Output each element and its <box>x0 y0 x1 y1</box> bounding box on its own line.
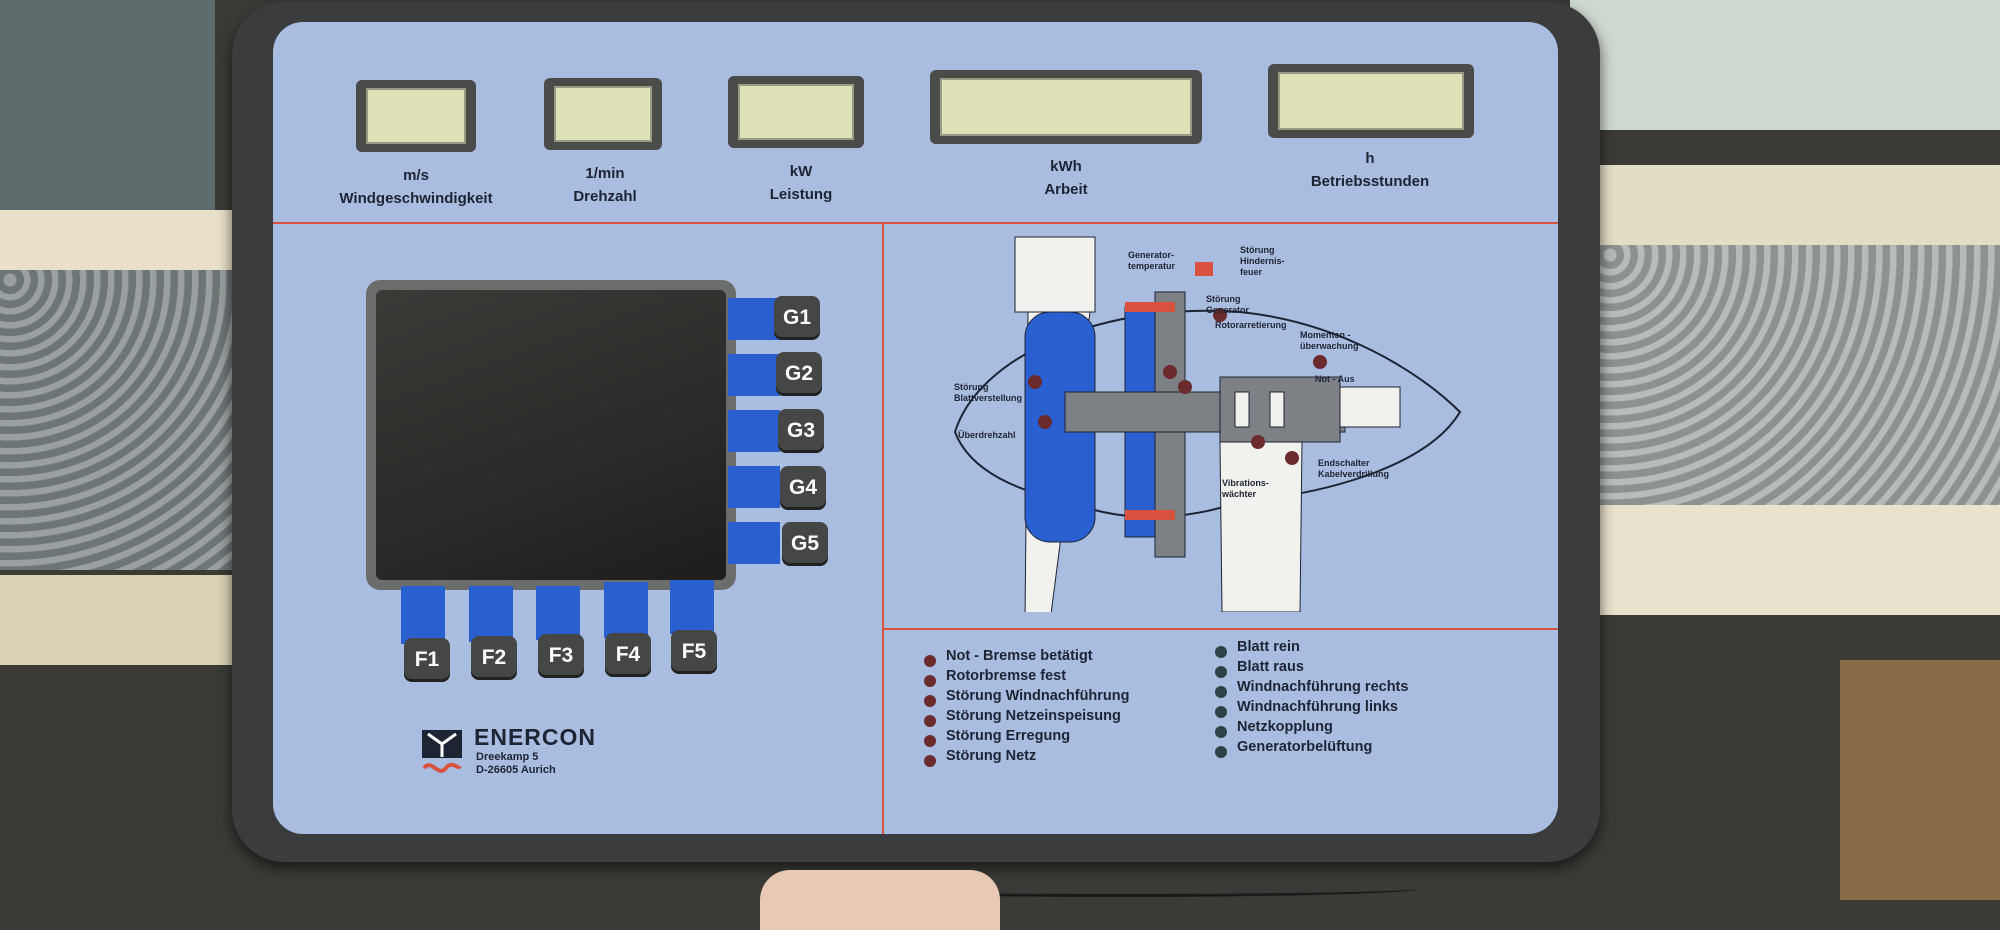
status-led <box>924 655 936 667</box>
nacelle-diagram <box>953 236 1462 612</box>
key-f5[interactable]: F5 <box>671 630 717 674</box>
status-label: Not - Bremse betätigt <box>946 648 1093 664</box>
key-g3[interactable]: G3 <box>778 409 824 453</box>
divider-status <box>882 628 1558 630</box>
lcd-energy <box>930 70 1202 144</box>
status-label: Störung Netzeinspeisung <box>946 708 1121 724</box>
key-strip <box>604 582 648 638</box>
key-f2[interactable]: F2 <box>471 636 517 680</box>
key-g4[interactable]: G4 <box>780 466 826 510</box>
lcd-power <box>728 76 864 148</box>
diagram-label: Momenten - überwachung <box>1300 330 1359 351</box>
display-unit: h <box>1365 150 1375 167</box>
brand-name: ENERCON <box>474 724 597 750</box>
key-strip <box>728 410 780 452</box>
display-label: Arbeit <box>1044 181 1088 198</box>
display-label: Leistung <box>769 186 833 203</box>
key-f4[interactable]: F4 <box>605 633 651 677</box>
status-led <box>924 735 936 747</box>
lcd-operating-hours <box>1268 64 1474 138</box>
key-f1[interactable]: F1 <box>404 638 450 682</box>
status-label: Störung Windnachführung <box>946 688 1130 704</box>
diagram-label: Überdrehzahl <box>958 430 1016 440</box>
status-label: Windnachführung rechts <box>1237 679 1409 695</box>
key-f3[interactable]: F3 <box>538 634 584 678</box>
display-label: Windgeschwindigkeit <box>339 190 493 207</box>
divider-vertical <box>882 222 884 834</box>
key-strip <box>728 522 780 564</box>
status-led <box>1215 746 1227 758</box>
key-g2[interactable]: G2 <box>776 352 822 396</box>
display-unit: 1/min <box>585 165 625 182</box>
status-label: Netzkopplung <box>1237 719 1333 735</box>
status-label: Rotorbremse fest <box>946 668 1067 684</box>
diagram-label: Rotorarretierung <box>1215 320 1287 330</box>
status-led <box>924 675 936 687</box>
key-strip <box>728 354 780 396</box>
key-strip <box>469 586 513 642</box>
status-led <box>1215 706 1227 718</box>
display-label: Drehzahl <box>573 188 637 205</box>
brand-address-line1: Dreekamp 5 <box>476 751 539 763</box>
background-shelf <box>1590 505 2000 615</box>
display-unit: m/s <box>403 167 429 184</box>
background-shelf <box>1580 165 2000 245</box>
key-g5[interactable]: G5 <box>782 522 828 566</box>
lcd-wind-speed <box>356 80 476 152</box>
background-device <box>1570 0 2000 130</box>
display-unit: kW <box>789 163 813 180</box>
brand-address-line2: D-26605 Aurich <box>476 764 556 776</box>
diagram-label: Endschalter Kabelverdrillung <box>1318 458 1390 479</box>
divider-top <box>273 222 1558 224</box>
enercon-logo-icon <box>422 730 462 773</box>
key-strip <box>670 580 714 634</box>
diagram-label: Not - Aus <box>1315 374 1355 384</box>
status-led <box>1215 726 1227 738</box>
status-label: Windnachführung links <box>1237 699 1398 715</box>
diagram-label: Störung Hindernis- feuer <box>1240 245 1285 277</box>
status-label: Blatt rein <box>1237 639 1300 655</box>
status-label: Blatt raus <box>1237 659 1304 675</box>
key-strip <box>728 466 780 508</box>
status-label: Störung Netz <box>946 748 1037 764</box>
background-bubble-wrap <box>0 270 260 570</box>
status-led <box>1215 686 1227 698</box>
background-metal-box <box>0 0 215 210</box>
diagram-label: Vibrations- wächter <box>1222 478 1269 499</box>
lcd-rotor-speed <box>544 78 662 150</box>
background-shelf <box>0 575 270 665</box>
status-led <box>924 715 936 727</box>
diagram-label: Störung Blattverstellung <box>954 382 1023 403</box>
status-led <box>924 695 936 707</box>
key-strip <box>536 586 580 640</box>
key-strip <box>728 298 780 340</box>
display-label: Betriebsstunden <box>1310 173 1430 190</box>
status-led <box>1215 646 1227 658</box>
background-cardboard-box <box>1840 660 2000 900</box>
display-unit: kWh <box>1050 158 1082 175</box>
hand <box>760 870 1000 930</box>
status-led <box>1215 666 1227 678</box>
status-label: Generatorbelüftung <box>1237 739 1373 755</box>
key-g1[interactable]: G1 <box>774 296 820 340</box>
background-bubble-wrap <box>1600 245 2000 505</box>
key-strip <box>401 586 445 644</box>
main-screen <box>376 290 726 580</box>
status-led <box>924 755 936 767</box>
status-label: Störung Erregung <box>946 728 1071 744</box>
diagram-label: Generator- temperatur <box>1128 250 1176 271</box>
background-shelf <box>0 210 260 270</box>
diagram-label: Störung Generator <box>1206 294 1250 315</box>
cable <box>820 880 1420 897</box>
